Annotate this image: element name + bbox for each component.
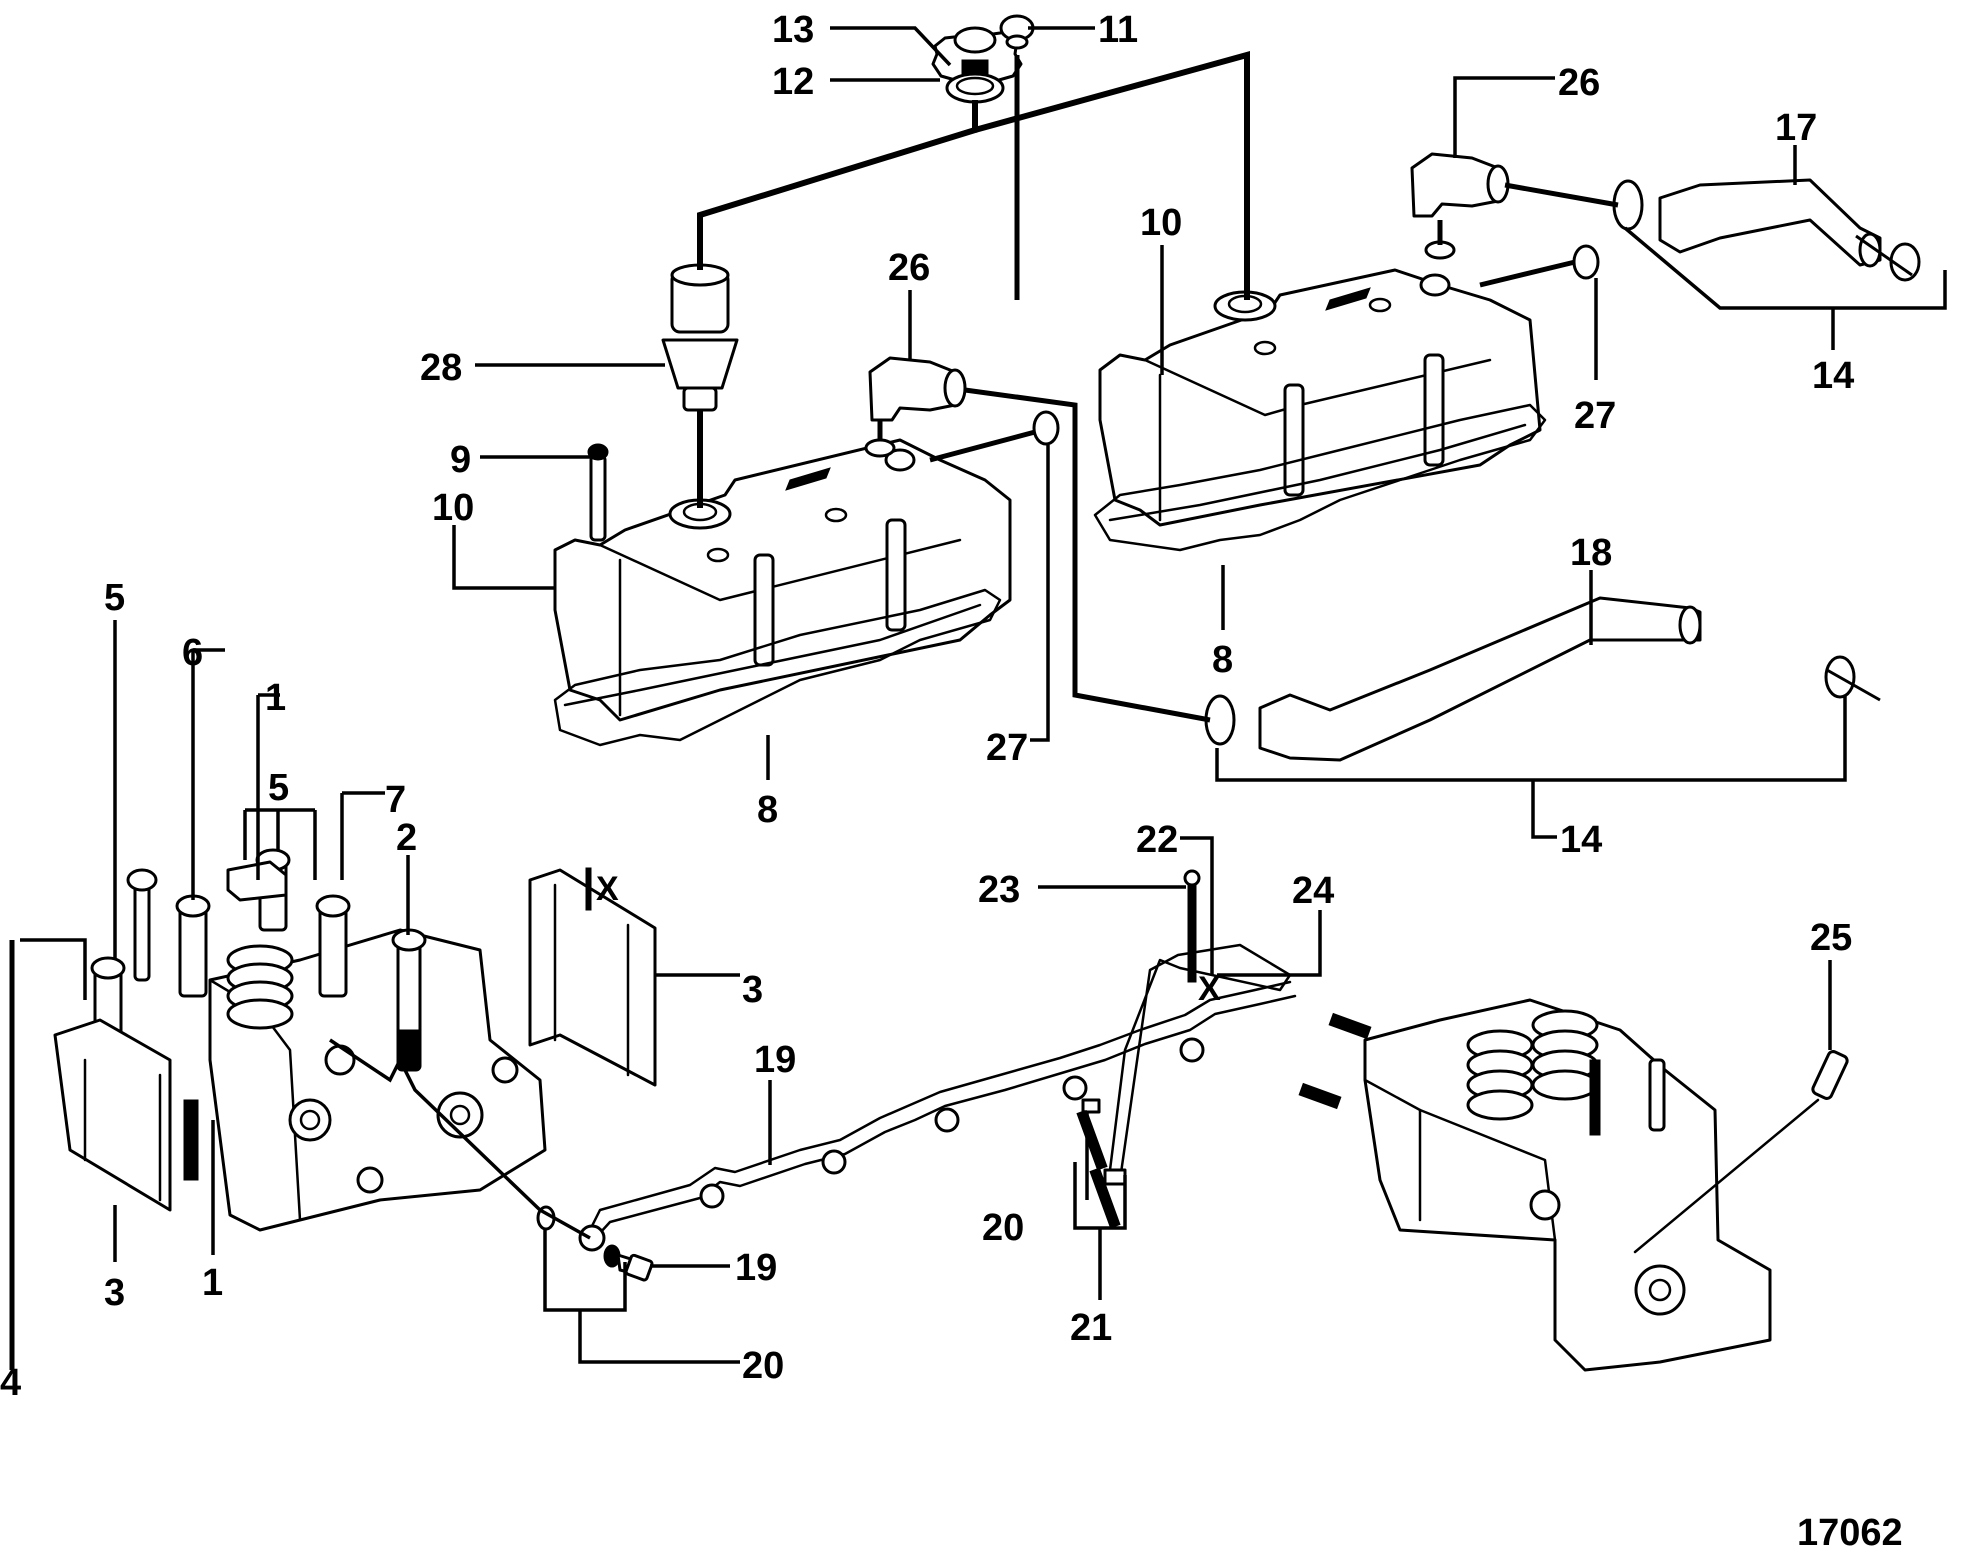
callout-8-right: 8 [1212, 639, 1233, 681]
banjo-bolt [616, 1253, 654, 1282]
injector-nozzles [90, 848, 427, 1072]
fuel-leakoff-pipe [1108, 943, 1292, 1182]
callout-26-left: 26 [888, 247, 930, 289]
breather-elbow-left [864, 356, 967, 458]
reference-marks: X X [585, 867, 1221, 1008]
callout-11: 11 [1098, 9, 1138, 51]
callout-5-left: 5 [104, 577, 125, 619]
callout-6: 6 [182, 632, 203, 674]
cover-bolt [587, 443, 609, 542]
callout-21: 21 [1070, 1307, 1112, 1349]
exploded-axis-lines [20, 51, 1913, 1240]
hose-clamp-lower-left [1204, 694, 1236, 746]
injector-studs [126, 868, 199, 1181]
callout-7: 7 [385, 779, 406, 821]
callout-18: 19 [735, 1247, 777, 1289]
callout-1-upper: 1 [265, 677, 286, 719]
filler-cap-seal [945, 72, 1005, 104]
filler-neck-adapter [661, 263, 739, 412]
grommet [999, 14, 1035, 50]
callout-3-lower: 3 [104, 1272, 125, 1314]
callout-24: 24 [1292, 870, 1334, 912]
callout-15: 17 [1775, 107, 1817, 149]
banjo-fitting [1076, 1098, 1127, 1229]
valve-cover-gasket-right [1093, 403, 1547, 552]
breather-hose-upper [1658, 178, 1882, 268]
reference-mark-x-rail: X [1198, 970, 1221, 1008]
cylinder-head-left [208, 928, 547, 1232]
figure-id: 17062 [1797, 1512, 1903, 1552]
callout-23: 23 [978, 869, 1020, 911]
callout-labels: 13 12 11 26 17 10 26 14 27 28 9 10 18 8 … [0, 9, 1903, 1552]
plug-right [1572, 244, 1600, 280]
callout-10-left: 10 [432, 487, 474, 529]
callout-2: 2 [396, 817, 417, 859]
callout-4: 4 [0, 1362, 21, 1404]
leader-lines [9, 26, 1947, 1370]
callout-19: 19 [754, 1039, 796, 1081]
callout-20: 20 [982, 1207, 1024, 1249]
callout-5-middle: 5 [268, 767, 289, 809]
callout-14-upper: 14 [1812, 355, 1854, 397]
fuel-return-line [578, 980, 1297, 1252]
valve-cover-right [1098, 268, 1542, 527]
reference-mark-x-panel: X [596, 870, 619, 908]
hose-clamp-upper-left [1612, 179, 1644, 231]
breather-elbow-right [1410, 152, 1510, 260]
callout-14-lower: 14 [1560, 819, 1602, 861]
callout-10-right: 10 [1140, 202, 1182, 244]
callout-16: 18 [1570, 532, 1612, 574]
temperature-sender [1633, 1050, 1849, 1254]
callout-1-lower: 1 [202, 1262, 223, 1304]
valve-cover-left [553, 438, 1012, 722]
callout-25: 25 [1810, 917, 1852, 959]
callout-12: 12 [772, 61, 814, 103]
breather-hose-lower [1258, 596, 1702, 762]
callout-17: 20 [742, 1345, 784, 1387]
valve-cover-gasket-left [553, 588, 1002, 747]
callout-26-right: 26 [1558, 62, 1600, 104]
callout-28: 28 [420, 347, 462, 389]
head-gasket-panel-left [53, 1018, 172, 1212]
cylinder-head-right [1298, 998, 1772, 1372]
head-gasket-panel-detached [528, 868, 657, 1087]
callout-8-left: 8 [757, 789, 778, 831]
callout-27-right: 27 [1574, 395, 1616, 437]
callout-3-detached: 3 [742, 969, 763, 1011]
banjo-bolt-vertical [1183, 869, 1201, 983]
callout-27-left: 27 [986, 727, 1028, 769]
callout-9: 9 [450, 439, 471, 481]
callout-22: 22 [1136, 819, 1178, 861]
plug-left [1032, 410, 1060, 446]
callout-13: 13 [772, 9, 814, 51]
